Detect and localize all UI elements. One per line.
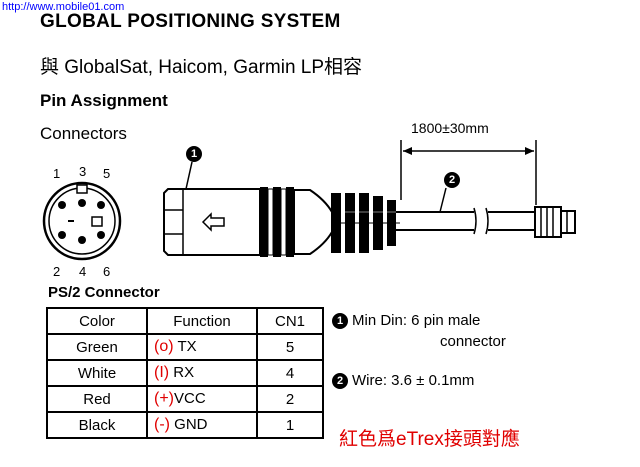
table-row: Black (-) GND 1 (46, 411, 324, 439)
cell-function: (o) TX (146, 333, 258, 361)
etrex-mark: (I) (154, 364, 170, 381)
table-row: Red (+)VCC 2 (46, 385, 324, 413)
pin-number-2: 2 (53, 264, 61, 279)
pin-number-6: 6 (103, 264, 111, 279)
source-url[interactable]: http://www.mobile01.com (2, 1, 125, 13)
connectors-label: Connectors (40, 124, 127, 143)
cell-cn1: 1 (256, 411, 324, 439)
etrex-mark: (+) (154, 390, 174, 407)
legend-2-text: Wire: 3.6 ± 0.1mm (352, 372, 475, 389)
table-header-row: Color Function CN1 (46, 307, 324, 335)
cell-function: (I) RX (146, 359, 258, 387)
cell-color: Red (46, 385, 148, 413)
legend-1-text: Min Din: 6 pin male (352, 312, 481, 329)
callout-1-badge: 1 (186, 145, 206, 163)
function-value: GND (174, 416, 208, 433)
pin-table: Color Function CN1 Green (o) TX 5 White … (46, 307, 324, 439)
header-color: Color (46, 307, 148, 335)
table-row: Green (o) TX 5 (46, 333, 324, 361)
cell-function: (+)VCC (146, 385, 258, 413)
cable-length-label: 1800±30mm (411, 120, 489, 136)
function-value: RX (173, 364, 195, 381)
cell-cn1: 5 (256, 333, 324, 361)
callout-2-leader (439, 187, 447, 213)
pin-number-3: 3 (79, 164, 87, 179)
legend-item-1-cont: connector (440, 333, 506, 350)
function-value: VCC (174, 390, 206, 407)
pin-number-4: 4 (79, 264, 87, 279)
cell-color: White (46, 359, 148, 387)
etrex-mark: (o) (154, 338, 174, 355)
callout-2-badge: 2 (444, 171, 464, 189)
cable (396, 207, 535, 235)
mini-din-face (42, 181, 122, 261)
etrex-note: 紅色爲eTrex接頭對應 (339, 429, 520, 450)
cell-color: Green (46, 333, 148, 361)
etrex-mark: (-) (154, 416, 170, 433)
page-title: GLOBAL POSITIONING SYSTEM (40, 11, 341, 32)
pin-assignment-heading: Pin Assignment (40, 91, 168, 110)
plug-body (163, 187, 333, 257)
cell-color: Black (46, 411, 148, 439)
strain-relief (331, 193, 400, 253)
end-connector (534, 206, 576, 238)
legend-1-badge: 1 (332, 313, 348, 329)
dimension-line (400, 140, 537, 205)
table-row: White (I) RX 4 (46, 359, 324, 387)
pin-number-5: 5 (103, 166, 111, 181)
header-function: Function (146, 307, 258, 335)
cell-cn1: 4 (256, 359, 324, 387)
callout-1-leader (185, 161, 193, 190)
cell-cn1: 2 (256, 385, 324, 413)
header-cn1: CN1 (256, 307, 324, 335)
page-subtitle: 與 GlobalSat, Haicom, Garmin LP相容 (40, 57, 363, 78)
cell-function: (-) GND (146, 411, 258, 439)
pin-number-1: 1 (53, 166, 61, 181)
function-value: TX (177, 338, 197, 355)
ps2-connector-label: PS/2 Connector (48, 284, 160, 301)
legend-2-badge: 2 (332, 373, 348, 389)
